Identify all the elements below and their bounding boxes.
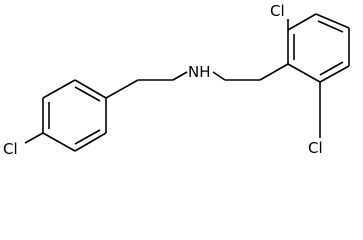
bond-n-to-ch2 <box>212 71 226 81</box>
bond <box>42 132 76 152</box>
molecule-drawing: Cl NH Cl Cl <box>3 2 350 156</box>
bond-ethyl-1 <box>105 79 139 99</box>
bond-ethyl-to-n <box>172 71 188 81</box>
bond <box>74 79 107 99</box>
bond <box>315 13 350 29</box>
structure-canvas: Cl NH Cl Cl <box>3 2 350 156</box>
atom-label-cl-para: Cl <box>3 140 18 156</box>
bond <box>42 79 76 99</box>
bond <box>74 132 107 152</box>
atom-label-cl-bottom: Cl <box>308 139 323 156</box>
atom-label-cl-top: Cl <box>270 2 285 20</box>
bond <box>259 63 289 81</box>
bond <box>287 63 321 83</box>
atom-label-nh: NH <box>188 63 211 81</box>
chlorophenyl-ring <box>42 79 107 152</box>
double-bond-inner <box>319 61 344 76</box>
bond <box>287 13 317 31</box>
bond <box>319 65 350 83</box>
double-bond-inner <box>74 129 101 145</box>
double-bond-inner <box>74 86 101 102</box>
dichlorophenyl-ring <box>259 13 350 83</box>
bond-cl-para <box>24 132 44 144</box>
double-bond-inner <box>317 20 344 33</box>
